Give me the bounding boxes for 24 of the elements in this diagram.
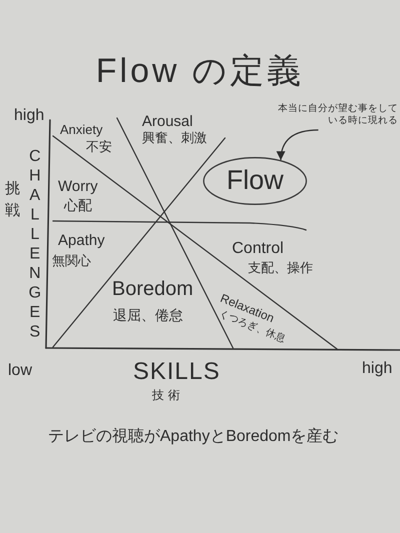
region-label: 支配、操作 bbox=[248, 261, 313, 276]
caption: テレビの視聴がApathyとBoredomを産む bbox=[48, 428, 339, 446]
region-label: 興奮、刺激 bbox=[142, 131, 207, 146]
region-label: Arousal bbox=[142, 113, 193, 130]
title: Flow の定義 bbox=[96, 52, 304, 92]
axis-label: low bbox=[8, 362, 32, 380]
region-label: Worry bbox=[58, 178, 98, 196]
axis-label: high bbox=[362, 360, 392, 378]
axis-title: CHALLENGES bbox=[25, 148, 44, 343]
axis-title: 技術 bbox=[152, 389, 184, 403]
axis-label: high bbox=[14, 107, 44, 126]
region-label: 心配 bbox=[64, 197, 92, 214]
leader-arrow bbox=[276, 129, 318, 160]
region-label: Control bbox=[232, 240, 284, 258]
region-label: Boredom bbox=[112, 278, 194, 301]
region-label: Apathy bbox=[58, 232, 105, 250]
flow-ellipse: Flow bbox=[203, 157, 307, 205]
annotation-text: 本当に自分が望む事をしている時に現れる bbox=[272, 103, 398, 130]
axis-title: SKILLS bbox=[133, 358, 220, 386]
region-label: 退屈、倦怠 bbox=[113, 307, 183, 324]
region-label: 不安 bbox=[86, 140, 112, 155]
region-label: Anxiety bbox=[60, 123, 103, 138]
axis-title: 挑戦 bbox=[5, 179, 20, 221]
region-label: 無関心 bbox=[52, 254, 91, 269]
